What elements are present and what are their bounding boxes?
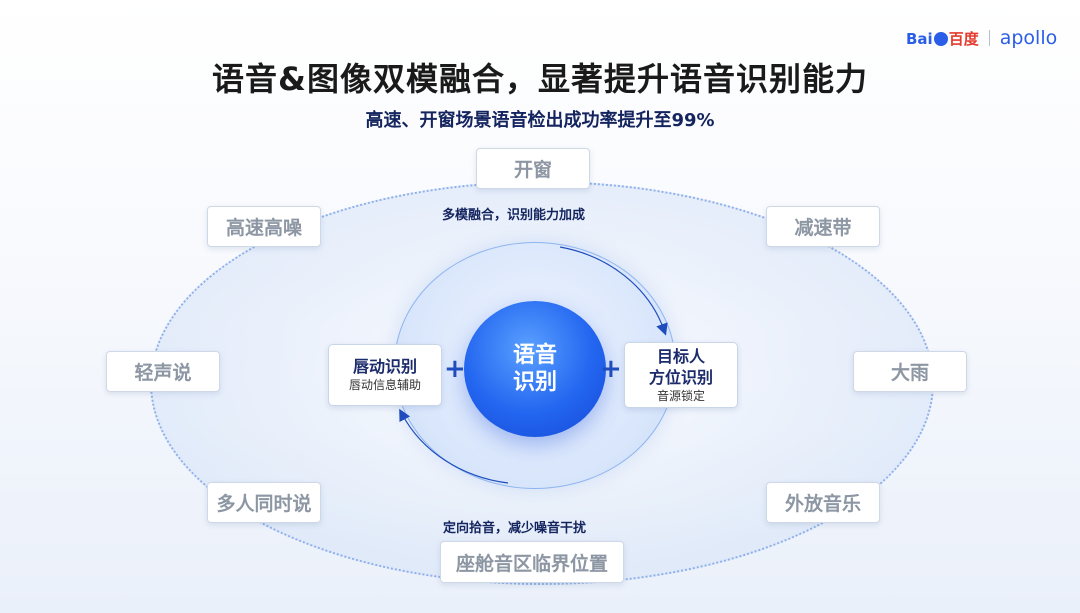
speaker-localization-box: 目标人 方位识别 音源锁定 [624,342,738,408]
scenario-loud-music: 外放音乐 [766,482,880,523]
scenario-highway-noise: 高速高噪 [207,206,321,247]
lip-recognition-box: 唇动识别 唇动信息辅助 [328,344,442,406]
baidu-logo-text: Bai [906,29,933,48]
speaker-localization-title1: 目标人 [656,346,705,366]
caption-top: 多模融合，识别能力加成 [442,208,586,223]
scenario-multi-speaker: 多人同时说 [207,482,321,523]
page-subtitle: 高速、开窗场景语音检出成功率提升至99% [365,110,715,131]
speech-recognition-core: 语音 识别 [464,301,606,437]
lip-recognition-title: 唇动识别 [352,357,417,376]
page-title: 语音&图像双模融合，显著提升语音识别能力 [212,60,868,98]
core-label-line1: 语音 [512,343,557,368]
speaker-localization-sub: 音源锁定 [656,388,705,403]
plus-left-icon: + [444,354,466,384]
caption-bottom: 定向拾音，减少噪音干扰 [443,521,587,536]
logo-divider [988,30,990,46]
arrow-bottom-left [399,408,509,484]
scenario-zone-boundary: 座舱音区临界位置 [440,541,624,583]
arrow-top-right [559,246,668,336]
scenario-open-window: 开窗 [476,148,590,189]
scenario-speed-bump: 减速带 [766,206,880,247]
scenario-heavy-rain: 大雨 [853,351,967,392]
plus-right-icon: + [600,354,622,384]
core-label-line2: 识别 [512,370,557,395]
baidu-paw-icon [933,31,948,46]
speaker-localization-title2: 方位识别 [648,367,713,387]
baidu-logo-cn: 百度 [948,29,979,48]
baidu-logo: Bai 百度 [906,28,979,49]
scenario-whisper: 轻声说 [106,351,220,392]
apollo-logo: apollo [999,27,1058,49]
brand-logos: Bai 百度 apollo [906,24,1057,52]
lip-recognition-sub: 唇动信息辅助 [348,378,421,392]
